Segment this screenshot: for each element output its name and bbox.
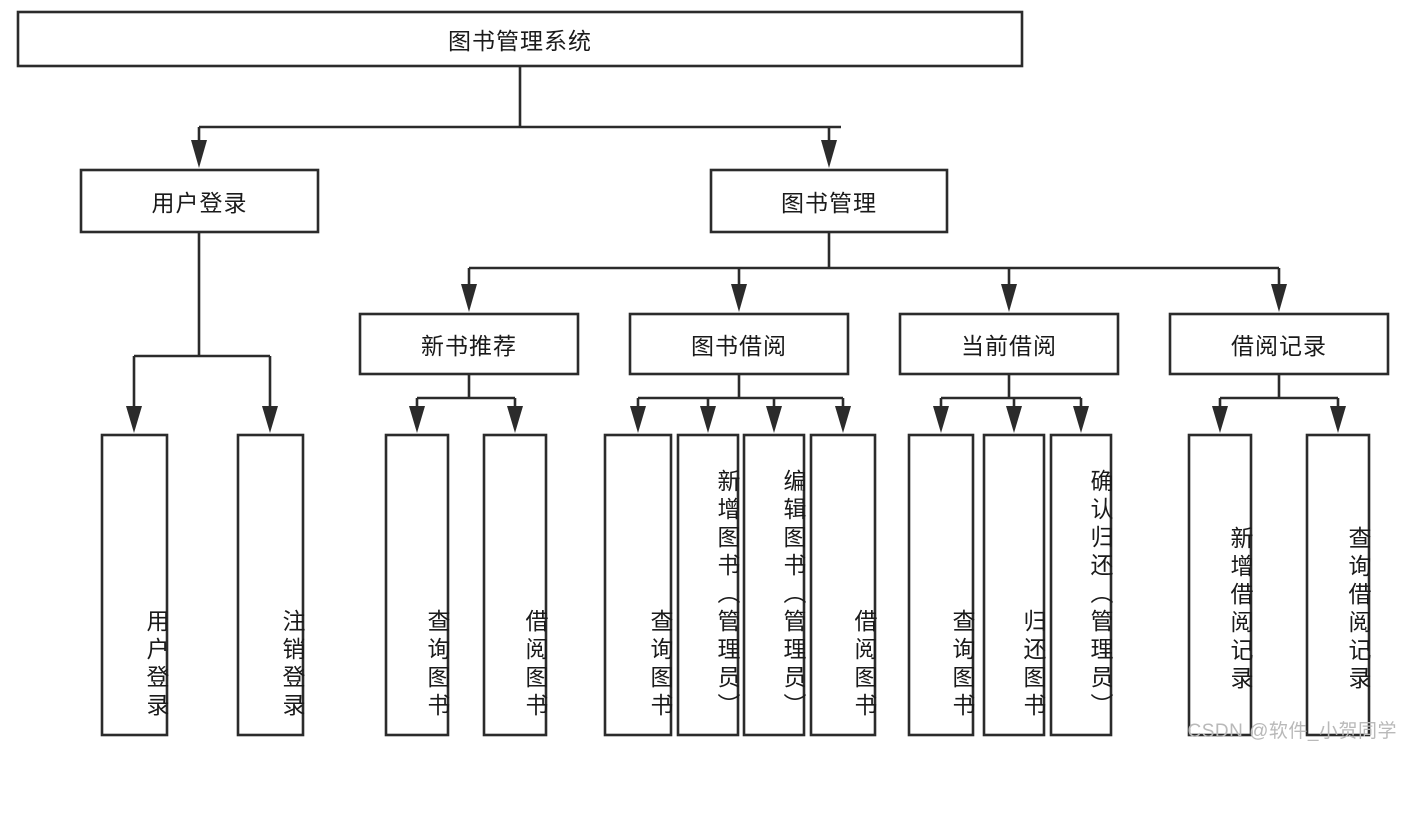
tree-svg-canvas — [16, 10, 1390, 737]
leaf-box-add-borrow-record[interactable] — [1187, 433, 1253, 737]
connector-borrowrecord-to-leaves — [1212, 374, 1346, 433]
connector-bookmgmt-to-level3 — [461, 232, 1287, 312]
leaf-box-edit-book-admin[interactable] — [742, 433, 806, 737]
leaf-box-confirm-return-admin[interactable] — [1049, 433, 1113, 737]
leaf-box-borrow-book-rec[interactable] — [482, 433, 548, 737]
node-box-book-management[interactable] — [709, 168, 949, 234]
node-box-user-login[interactable] — [79, 168, 320, 234]
node-box-new-book-recommend[interactable] — [358, 312, 580, 376]
leaf-box-query-book-rec[interactable] — [384, 433, 450, 737]
connector-userlogin-to-leaves — [126, 232, 278, 433]
node-box-borrow-records[interactable] — [1168, 312, 1390, 376]
connector-root-to-level2 — [191, 66, 841, 168]
leaf-box-query-book-borrow[interactable] — [603, 433, 673, 737]
leaf-box-logout[interactable] — [236, 433, 305, 737]
leaf-box-user-login[interactable] — [100, 433, 169, 737]
node-box-current-borrow[interactable] — [898, 312, 1120, 376]
leaf-box-borrow-book[interactable] — [809, 433, 877, 737]
leaf-box-query-book-current[interactable] — [907, 433, 975, 737]
csdn-watermark: CSDN @软件_小贺同学 — [1187, 721, 1397, 742]
node-box-root[interactable] — [16, 10, 1024, 68]
leaf-box-query-borrow-record[interactable] — [1305, 433, 1371, 737]
connector-currentborrow-to-leaves — [933, 374, 1089, 433]
leaf-box-add-book-admin[interactable] — [676, 433, 740, 737]
node-box-book-borrow[interactable] — [628, 312, 850, 376]
connector-bookborrow-to-leaves — [630, 374, 851, 433]
flowchart-diagram: 图书管理系统 用户登录 图书管理 新书推荐 图书借阅 当前借阅 借阅记录 用户登… — [16, 10, 1397, 742]
connector-newbook-to-leaves — [409, 374, 523, 433]
leaf-box-return-book[interactable] — [982, 433, 1046, 737]
